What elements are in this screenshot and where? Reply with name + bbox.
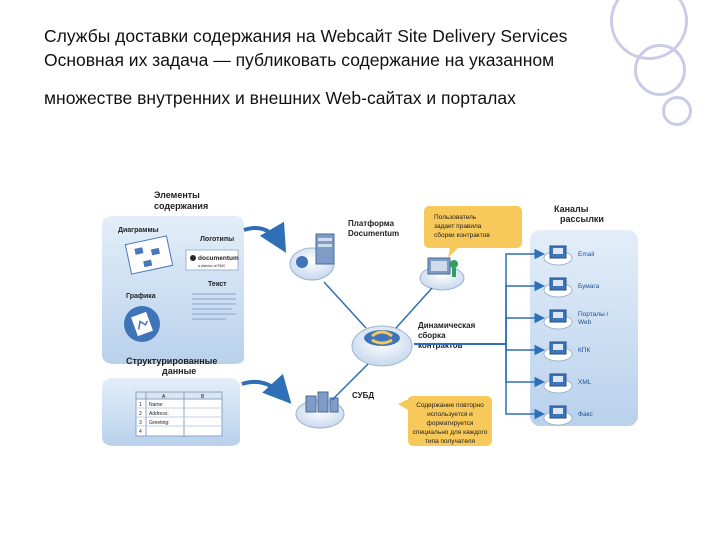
decorative-circle-small [662,96,692,126]
email-icon-screen [553,248,563,254]
content-delivery-diagram: Элементы содержания Диаграммы Логотипы d… [102,190,638,446]
diagrams-label: Диаграммы [118,227,159,234]
dbms-label: СУБД [352,391,374,400]
structured-line2: данные [162,366,196,376]
reuse-line5: типа получателя [425,438,476,445]
user-bubble-line1: Пользователь [434,214,477,221]
channels-line2: рассылки [560,214,604,224]
channel-label-3: КПК [578,347,590,354]
channel-label-5: Факс [578,411,593,418]
reuse-line1: Содержание повторно [416,402,484,409]
sheet-row-1: 1 [139,402,142,408]
decorative-circle-medium [634,44,686,96]
channel-label-1: Бумага [578,283,600,290]
text-lines [192,293,236,320]
documentum-logo: documentum a division of EMC [185,249,239,271]
assembly-icon [364,330,400,346]
user-bubble-line3: сборки контрактов [434,231,490,239]
user-rules-bubble [424,206,522,258]
platform-line1: Платформа [348,219,395,228]
channel-label-2-1: Web [578,319,592,326]
documentum-sub-text: a division of EMC [198,264,226,268]
sheet-col-b: B [201,394,205,400]
title-line-1: Службы доставки содержания на Webсайт Si… [44,26,568,46]
assembly-line1: Динамическая [418,321,476,330]
workstation-icon [427,257,458,277]
slide-title: Службы доставки содержания на Webсайт Si… [44,24,684,110]
templates-label: Логотипы [200,236,234,243]
diagram-icon [124,235,174,275]
channel-label-0: Email [578,251,595,258]
title-line-2: Основная их задача — публиковать содержа… [44,50,555,70]
sheet-cell-1: Name: [149,402,164,408]
xml-icon-screen [553,376,563,382]
content-to-platform-arrow [243,221,287,253]
channel-label-2-0: Порталы / [578,311,609,318]
paper-icon-screen [553,280,563,286]
reuse-line3: форматируется [427,420,474,427]
channel-connector-5 [414,343,545,420]
data-to-dbms-arrow [241,373,292,404]
channel-label-4: XML [578,379,592,386]
documentum-logo-text: documentum [198,255,239,262]
user-to-assembly-line [395,287,433,329]
channels-line1: Каналы [554,204,589,214]
dbms-to-assembly-line [331,363,369,401]
assembly-line2: сборка [418,331,446,340]
pda-icon-screen [553,344,563,350]
database-icon [305,391,339,413]
reuse-line2: используется и [427,411,473,418]
platform-line2: Documentum [348,229,399,238]
title-line-3: множестве внутренних и внешних Web-сайта… [44,88,516,108]
content-elements-line2: содержания [154,201,208,211]
user-bubble-line2: задает правила [434,223,482,230]
sheet-row-4: 4 [139,429,142,435]
sheet-col-a: A [162,394,166,400]
sheet-row-2: 2 [139,411,142,417]
server-icon [296,233,335,268]
sheet-cell-3: Greeting: [149,420,170,426]
spreadsheet-icon: A B 1 2 3 4 Name: Address: Greeting: [135,391,223,437]
platform-to-assembly-line [323,281,367,329]
fax-icon-screen [553,408,563,414]
web-portal-icon-screen [553,312,563,318]
text-label: Текст [208,281,227,288]
graphics-icon [124,306,160,342]
reuse-line4: специально для каждого [413,429,488,436]
sheet-row-3: 3 [139,420,142,426]
structured-line1: Структурированные [126,356,217,366]
sheet-cell-2: Address: [149,411,169,417]
graphics-label: Графика [126,293,156,300]
assembly-line3: контрактов [418,341,463,350]
content-elements-line1: Элементы [154,190,200,200]
reuse-bubble [398,396,492,446]
